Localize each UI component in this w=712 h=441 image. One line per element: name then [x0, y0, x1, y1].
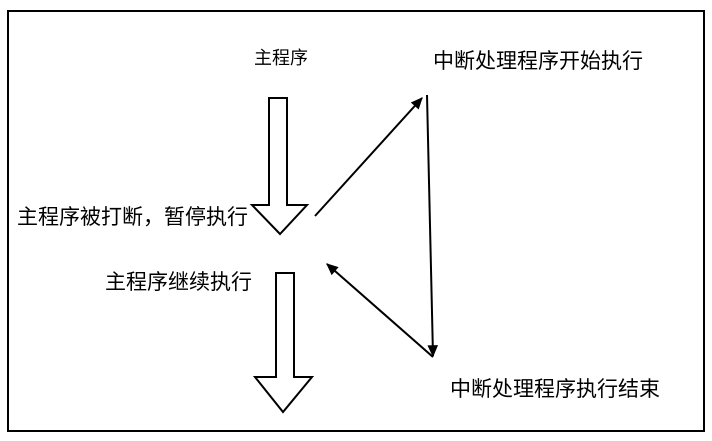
interrupt-request-arrow — [314, 97, 423, 217]
main-program-resume-block-arrow — [252, 272, 315, 414]
label-interrupt-handler-start: 中断处理程序开始执行 — [433, 49, 643, 73]
label-main-program-resume: 主程序继续执行 — [105, 270, 252, 294]
isr-execution-arrow — [426, 94, 439, 358]
label-main-program-interrupted: 主程序被打断，暂停执行 — [17, 205, 248, 229]
main-program-flow-block-arrow — [249, 97, 310, 236]
label-main-program: 主程序 — [254, 48, 308, 69]
interrupt-return-arrow — [326, 263, 434, 358]
diagram-border — [7, 10, 705, 432]
label-interrupt-handler-end: 中断处理程序执行结束 — [450, 377, 660, 401]
